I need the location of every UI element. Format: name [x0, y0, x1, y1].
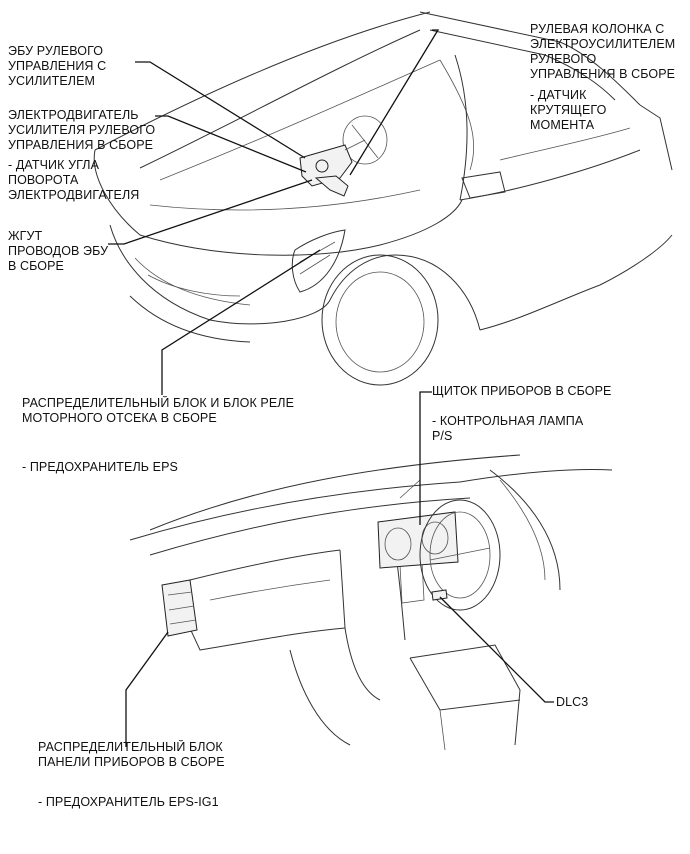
callout-labels: ЭБУ РУЛЕВОГО УПРАВЛЕНИЯ С УСИЛИТЕЛЕМ ЭЛЕ…	[8, 22, 676, 809]
car-exterior-illustration	[93, 11, 673, 386]
label-eps-fuse: - ПРЕДОХРАНИТЕЛЬ EPS	[22, 460, 178, 474]
label-power-steering-motor: ЭЛЕКТРОДВИГАТЕЛЬ УСИЛИТЕЛЯ РУЛЕВОГО УПРА…	[8, 108, 156, 152]
label-eps-ecu: ЭБУ РУЛЕВОГО УПРАВЛЕНИЯ С УСИЛИТЕЛЕМ	[8, 44, 107, 88]
label-motor-rotation-angle-sensor: - ДАТЧИК УГЛА ПОВОРОТА ЭЛЕКТРОДВИГАТЕЛЯ	[8, 158, 140, 202]
label-instrument-panel-junction-block: РАСПРЕДЕЛИТЕЛЬНЫЙ БЛОК ПАНЕЛИ ПРИБОРОВ В…	[38, 740, 225, 769]
label-dlc3: DLC3	[556, 695, 589, 709]
label-steering-column-assembly: РУЛЕВАЯ КОЛОНКА С ЭЛЕКТРОУСИЛИТЕЛЕМ РУЛЕ…	[530, 22, 676, 81]
label-torque-sensor: - ДАТЧИК КРУТЯЩЕГО МОМЕНТА	[530, 88, 607, 132]
label-combination-meter: ЩИТОК ПРИБОРОВ В СБОРЕ	[432, 384, 612, 398]
leader-lines	[108, 29, 554, 747]
dashboard-interior-illustration	[129, 454, 613, 751]
label-ecu-wire-harness: ЖГУТ ПРОВОДОВ ЭБУ В СБОРЕ	[8, 229, 109, 273]
label-eps-ig1-fuse: - ПРЕДОХРАНИТЕЛЬ EPS-IG1	[38, 795, 219, 809]
label-ps-warning-lamp: - КОНТРОЛЬНАЯ ЛАМПА P/S	[432, 414, 584, 443]
label-engine-room-relay-block: РАСПРЕДЕЛИТЕЛЬНЫЙ БЛОК И БЛОК РЕЛЕ МОТОР…	[22, 396, 295, 425]
